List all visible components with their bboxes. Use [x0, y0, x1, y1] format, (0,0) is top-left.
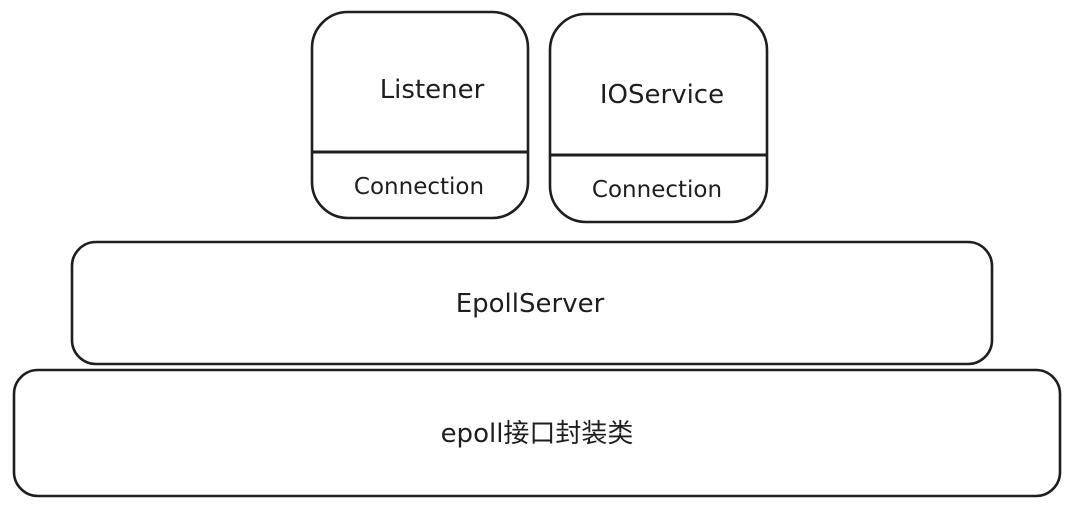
listener-module-box	[310, 10, 530, 220]
ioservice-title: IOService	[600, 80, 724, 110]
listener-title: Listener	[380, 75, 485, 105]
epoll-wrapper-layer: epoll接口封装类	[12, 368, 1062, 498]
epoll-wrapper-label: epoll接口封装类	[441, 419, 634, 449]
ioservice-module-box	[548, 12, 769, 224]
listener-module: Listener Connection	[310, 10, 530, 220]
epoll-wrapper-box	[12, 368, 1062, 498]
listener-connection-label: Connection	[354, 174, 484, 200]
epoll-server-label: EpollServer	[456, 289, 605, 319]
epoll-server-layer: EpollServer	[70, 240, 994, 366]
ioservice-connection-label: Connection	[592, 177, 722, 203]
epoll-server-box	[70, 240, 994, 366]
ioservice-module: IOService Connection	[548, 12, 769, 224]
